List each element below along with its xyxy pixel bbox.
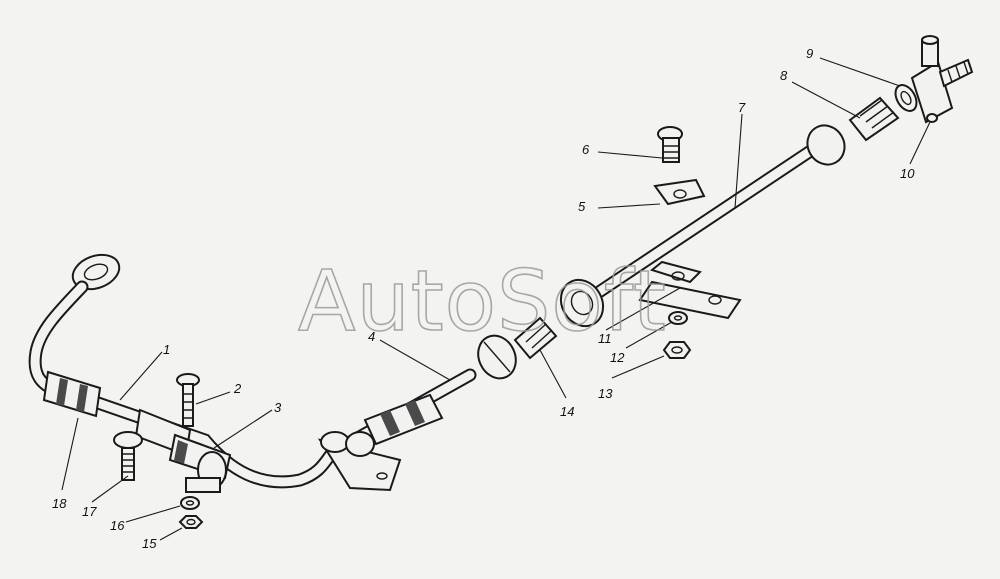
rigid-tube-lower: [28, 253, 477, 489]
callout-2: 2: [233, 381, 242, 396]
callout-18: 18: [52, 496, 67, 511]
screw-2: [176, 373, 200, 427]
callout-13: 13: [598, 386, 613, 401]
callout-11: 11: [598, 331, 612, 346]
fitting-8: [848, 96, 900, 142]
callout-16: 16: [110, 518, 125, 533]
sleeve-4: [363, 393, 444, 446]
callout-6: 6: [582, 142, 590, 157]
nut-15: [178, 515, 204, 529]
callout-8: 8: [780, 68, 788, 83]
callout-labels: 1 2 3 4 5 6 7 8 9 10 11 12 13 14 15 16 1…: [52, 46, 915, 551]
callout-9: 9: [806, 46, 813, 61]
clamp-3: [134, 408, 232, 493]
callout-10: 10: [900, 166, 915, 181]
rigid-tube-7: [559, 124, 846, 328]
union-nut-lower: [477, 334, 517, 380]
sleeve-18: [42, 370, 102, 418]
clip-5: [653, 178, 706, 206]
callout-14: 14: [560, 404, 574, 419]
bracket-11: [638, 260, 742, 320]
tee-valve-10: [910, 35, 974, 124]
callout-15: 15: [142, 536, 157, 551]
callout-17: 17: [82, 504, 97, 519]
fitting-14: [513, 316, 558, 360]
center-clamp-bracket: [317, 431, 402, 492]
screw-6: [657, 126, 683, 163]
nut-13: [662, 341, 692, 359]
bolt-17: [113, 431, 143, 481]
callout-1: 1: [163, 342, 170, 357]
callout-5: 5: [578, 199, 586, 214]
callout-7: 7: [738, 100, 746, 115]
washer-16: [180, 496, 200, 510]
watermark-text: AutoSoft: [298, 252, 667, 350]
callout-3: 3: [274, 400, 282, 415]
callout-12: 12: [610, 350, 625, 365]
callout-4: 4: [368, 329, 375, 344]
leader-lines: [61, 57, 931, 541]
washer-12: [668, 311, 688, 325]
